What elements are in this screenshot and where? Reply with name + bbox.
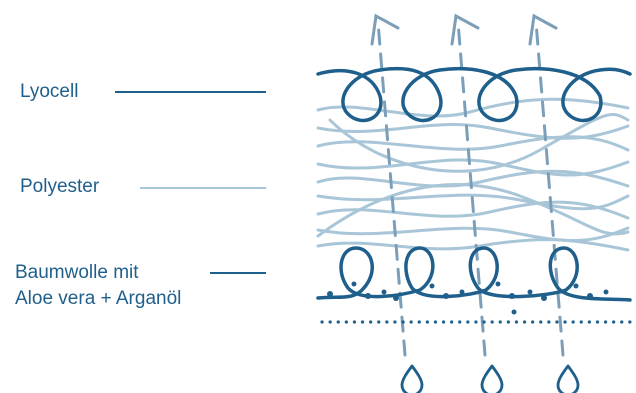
polyester-fiber — [316, 238, 630, 252]
label-lyocell-text: Lyocell — [20, 81, 79, 102]
aloe-argan-dots — [327, 281, 609, 315]
polyester-fiber — [316, 135, 630, 152]
polyester-fiber — [316, 226, 630, 242]
polyester-fiber — [316, 200, 630, 220]
dashed-arrow-path — [456, 20, 487, 357]
moisture-arrows — [370, 13, 565, 357]
arrow-up-icon — [370, 13, 400, 46]
baumwolle-fiber — [316, 246, 632, 302]
polyester-fiber — [328, 113, 630, 173]
water-drop-icon — [480, 364, 504, 393]
polyester-fiber — [316, 183, 630, 238]
polyester-fiber — [316, 97, 630, 118]
polyester-fiber — [316, 169, 630, 188]
polyester-fibers — [316, 97, 630, 252]
label-baumwolle-line2: Aloe vera + Arganöl — [15, 288, 182, 309]
water-drop-icon — [556, 364, 580, 393]
label-polyester-text: Polyester — [20, 176, 100, 197]
arrow-up-icon — [528, 13, 558, 46]
lyocell-fiber — [316, 66, 632, 123]
label-baumwolle-line1: Baumwolle mit — [15, 262, 139, 283]
label-baumwolle: Baumwolle mit Aloe vera + Arganöl — [15, 260, 181, 312]
arrow-up-icon — [450, 13, 480, 46]
label-lyocell: Lyocell — [20, 79, 78, 105]
dashed-arrow-path — [376, 20, 407, 357]
water-drop-icon — [400, 364, 424, 393]
water-drops — [400, 364, 580, 393]
label-polyester: Polyester — [20, 174, 99, 200]
dashed-arrow-path — [534, 20, 565, 357]
